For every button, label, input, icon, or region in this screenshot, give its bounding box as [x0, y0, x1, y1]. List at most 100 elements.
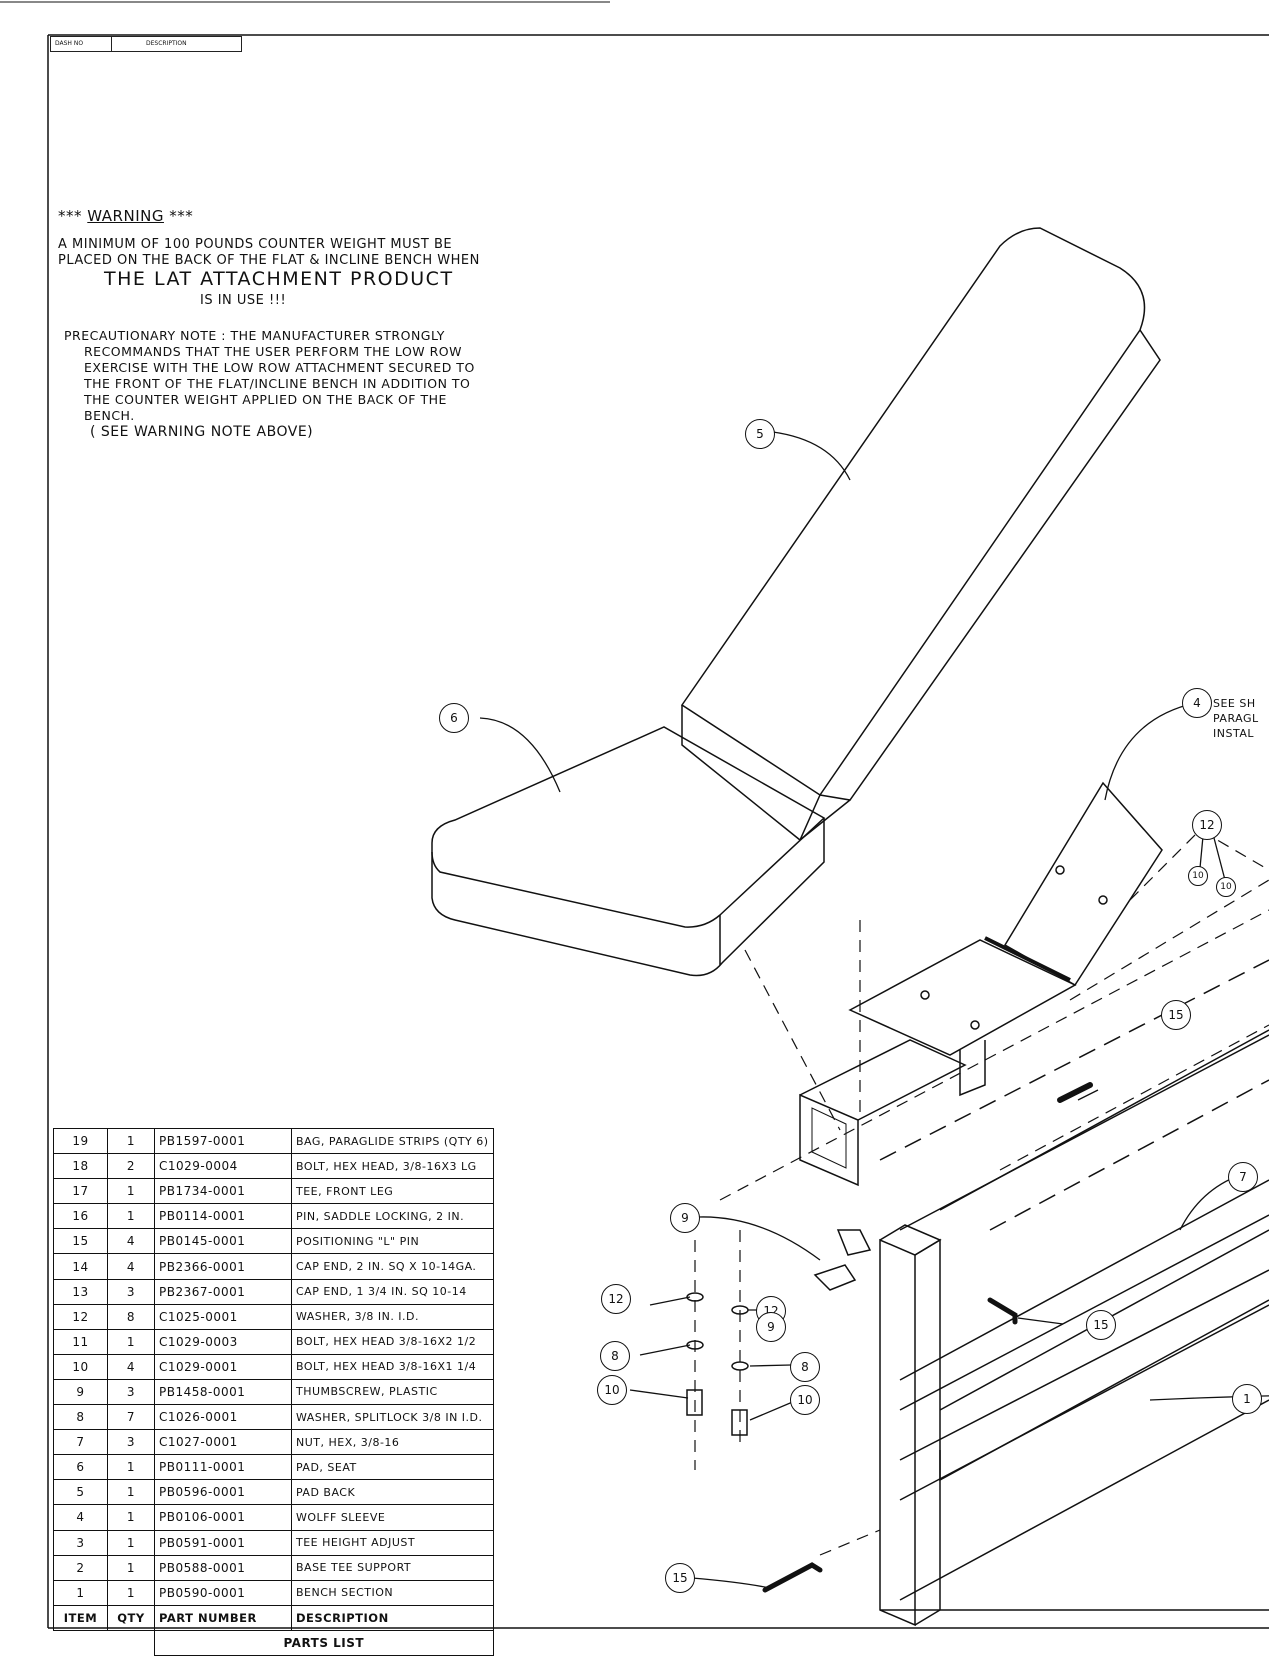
- balloon-12-a: 12: [1192, 810, 1222, 840]
- balloon-15-b: 15: [1086, 1310, 1116, 1340]
- item-cell: 7: [53, 1429, 108, 1456]
- balloon-4: 4: [1182, 688, 1212, 718]
- balloon-15-a: 15: [1161, 1000, 1191, 1030]
- qty-cell: 2: [107, 1153, 155, 1180]
- warning-stars-right: ***: [163, 207, 194, 225]
- item-cell: 11: [53, 1328, 108, 1355]
- balloon-7: 7: [1228, 1162, 1258, 1192]
- balloon-5: 5: [745, 419, 775, 449]
- seat-pad-sides: [431, 818, 825, 977]
- balloon-12-b: 12: [601, 1284, 631, 1314]
- front-leg: [879, 1238, 916, 1627]
- qty-cell: 8: [107, 1303, 155, 1330]
- back-pad-end: [819, 329, 1161, 801]
- item-cell: 8: [53, 1404, 108, 1431]
- qty-cell: 1: [107, 1529, 155, 1556]
- back-pad-side: [681, 705, 821, 842]
- item-cell: 12: [53, 1303, 108, 1330]
- part-number-cell: PB0145-0001: [154, 1228, 292, 1255]
- part-number-cell: PB0106-0001: [154, 1504, 292, 1531]
- part-number-cell: C1029-0001: [154, 1353, 292, 1380]
- qty-cell: 7: [107, 1404, 155, 1431]
- description-cell: PAD, SEAT: [291, 1454, 494, 1481]
- part-number-cell: PB0590-0001: [154, 1579, 292, 1606]
- header-description: DESCRIPTION: [291, 1604, 494, 1631]
- warning-in-use: IS IN USE !!!: [200, 293, 287, 308]
- item-cell: 13: [53, 1278, 108, 1305]
- qty-cell: 1: [107, 1454, 155, 1481]
- description-cell: PAD BACK: [291, 1479, 494, 1506]
- description-cell: BENCH SECTION: [291, 1579, 494, 1606]
- saddle-pin: [1057, 1082, 1093, 1103]
- balloon-9-b: 9: [756, 1312, 786, 1342]
- balloon-10-b: 10: [1216, 877, 1236, 897]
- part-number-cell: PB0111-0001: [154, 1454, 292, 1481]
- qty-cell: 1: [107, 1127, 155, 1155]
- part-number-cell: PB2367-0001: [154, 1278, 292, 1305]
- balloon-6: 6: [439, 703, 469, 733]
- qty-cell: 1: [107, 1328, 155, 1355]
- qty-cell: 4: [107, 1353, 155, 1380]
- precaution-line-5: THE COUNTER WEIGHT APPLIED ON THE BACK O…: [84, 392, 447, 407]
- warning-word: WARNING: [87, 207, 164, 225]
- qty-cell: 1: [107, 1504, 155, 1531]
- balloon-10-c: 10: [597, 1375, 627, 1405]
- hinge-plate-lower: [848, 939, 1077, 1056]
- part-number-cell: PB0591-0001: [154, 1529, 292, 1556]
- revision-block: DASH NO DESCRIPTION: [50, 36, 242, 52]
- item-cell: 18: [53, 1153, 108, 1180]
- parts-list-caption: PARTS LIST: [154, 1629, 494, 1656]
- item-cell: 3: [53, 1529, 108, 1556]
- part-number-cell: C1029-0004: [154, 1153, 292, 1180]
- item-cell: 1: [53, 1579, 108, 1606]
- description-cell: THUMBSCREW, PLASTIC: [291, 1378, 494, 1406]
- qty-cell: 4: [107, 1228, 155, 1255]
- part-number-cell: C1027-0001: [154, 1429, 292, 1456]
- description-cell: BAG, PARAGLIDE STRIPS (QTY 6): [291, 1127, 494, 1155]
- description-cell: PIN, SADDLE LOCKING, 2 IN.: [291, 1203, 494, 1230]
- precaution-line-2: RECOMMANDS THAT THE USER PERFORM THE LOW…: [84, 344, 462, 359]
- dash-no-label: DASH NO: [51, 37, 112, 51]
- description-cell: CAP END, 1 3/4 IN. SQ 10-14: [291, 1278, 494, 1305]
- item-cell: 2: [53, 1554, 108, 1581]
- description-cell: BOLT, HEX HEAD 3/8-16x1 1/4: [291, 1353, 494, 1380]
- part-number-cell: PB0588-0001: [154, 1554, 292, 1581]
- description-cell: NUT, HEX, 3/8-16: [291, 1429, 494, 1456]
- balloon-9-a: 9: [670, 1203, 700, 1233]
- item-cell: 9: [53, 1378, 108, 1406]
- qty-cell: 1: [107, 1479, 155, 1506]
- precaution-line-4: THE FRONT OF THE FLAT/INCLINE BENCH IN A…: [84, 376, 471, 391]
- header-qty: QTY: [107, 1604, 155, 1631]
- balloon-10-a: 10: [1188, 866, 1208, 886]
- balloon-15-c: 15: [665, 1563, 695, 1593]
- description-label: DESCRIPTION: [146, 40, 187, 47]
- warning-stars-left: ***: [58, 207, 88, 225]
- item-cell: 5: [53, 1479, 108, 1506]
- rail-upper: [899, 1179, 1269, 1381]
- precaution-line-1: PRECAUTIONARY NOTE : THE MANUFACTURER ST…: [64, 328, 445, 343]
- side-note-line-3: INSTAL: [1213, 727, 1254, 740]
- qty-cell: 3: [107, 1429, 155, 1456]
- item-cell: 19: [53, 1127, 108, 1155]
- part-number-cell: C1029-0003: [154, 1328, 292, 1355]
- warning-line-1: A MINIMUM OF 100 POUNDS COUNTER WEIGHT M…: [58, 237, 453, 252]
- hinge-plate-upper: [1003, 781, 1163, 987]
- precaution-line-6: BENCH.: [84, 408, 135, 423]
- description-cell: TEE HEIGHT ADJUST: [291, 1529, 494, 1556]
- part-number-cell: PB1597-0001: [154, 1127, 292, 1155]
- parts-list-caption-row: PARTS LIST: [54, 1629, 494, 1656]
- part-number-cell: C1026-0001: [154, 1404, 292, 1431]
- item-cell: 17: [53, 1178, 108, 1205]
